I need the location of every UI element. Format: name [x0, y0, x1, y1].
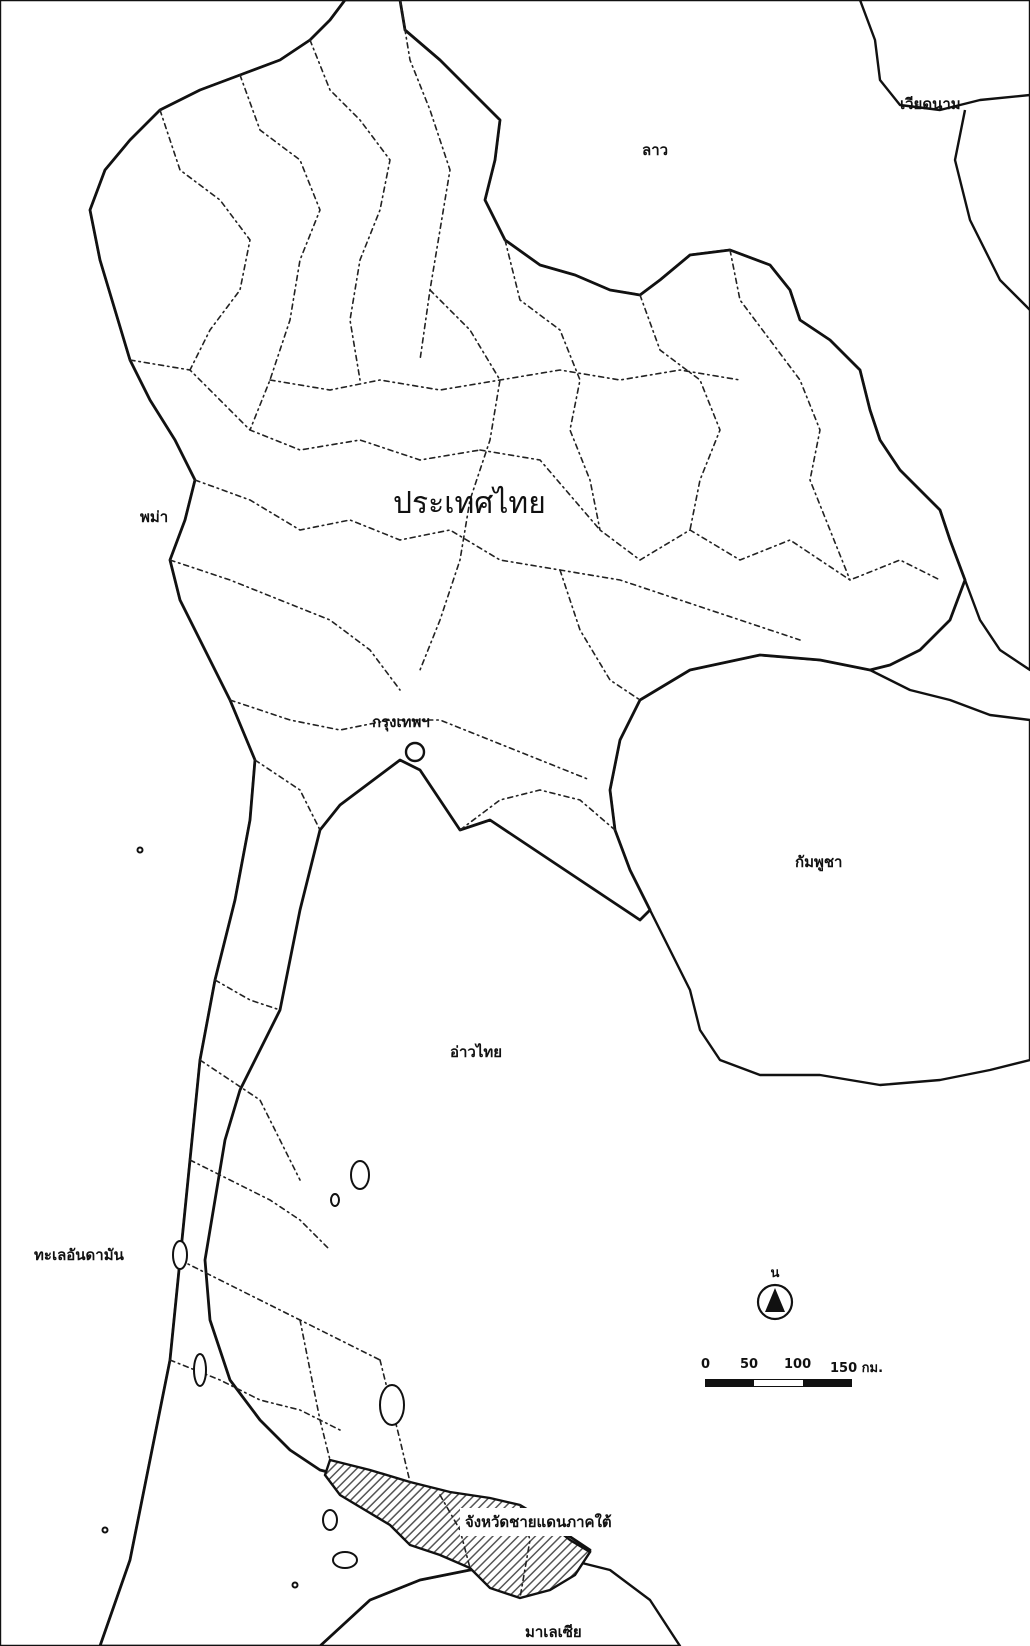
southern-border-provinces-label: จังหวัดชายแดนภาคใต้ [460, 1508, 617, 1536]
scale-tick-100: 100 [784, 1357, 812, 1372]
north-arrow: น [752, 1262, 798, 1324]
bangkok-label: กรุงเทพฯ [372, 713, 430, 731]
scale-segment [706, 1380, 755, 1386]
scale-segment [754, 1380, 803, 1386]
myanmar-label: พม่า [140, 508, 169, 526]
thailand-label: ประเทศไทย [393, 486, 546, 521]
province-boundaries [129, 0, 941, 1599]
cambodia-label: กัมพูชา [795, 853, 843, 871]
southern-border-provinces-region [323, 1458, 592, 1600]
scale-bar-graphic [705, 1379, 852, 1387]
north-letter: น [770, 1266, 780, 1281]
vietnam-outline [858, 0, 1030, 311]
scale-segment [802, 1380, 851, 1386]
scale-bar: 0 50 100 150 กม. [700, 1357, 900, 1397]
gulf-of-thailand-label: อ่าวไทย [450, 1043, 503, 1061]
scale-tick-0: 0 [701, 1357, 711, 1372]
scale-tick-150: 150 กม. [830, 1361, 884, 1376]
andaman-sea-label: ทะเลอันดามัน [34, 1246, 124, 1264]
laos-label: ลาว [642, 141, 669, 159]
scale-tick-50: 50 [740, 1357, 759, 1372]
bangkok-marker [404, 741, 426, 763]
islands [101, 846, 405, 1589]
vietnam-label: เวียดนาม [900, 95, 961, 113]
thailand-outline [88, 0, 967, 1646]
north-arrow-icon [756, 1283, 794, 1321]
malaysia-label: มาเลเซีย [525, 1623, 582, 1641]
